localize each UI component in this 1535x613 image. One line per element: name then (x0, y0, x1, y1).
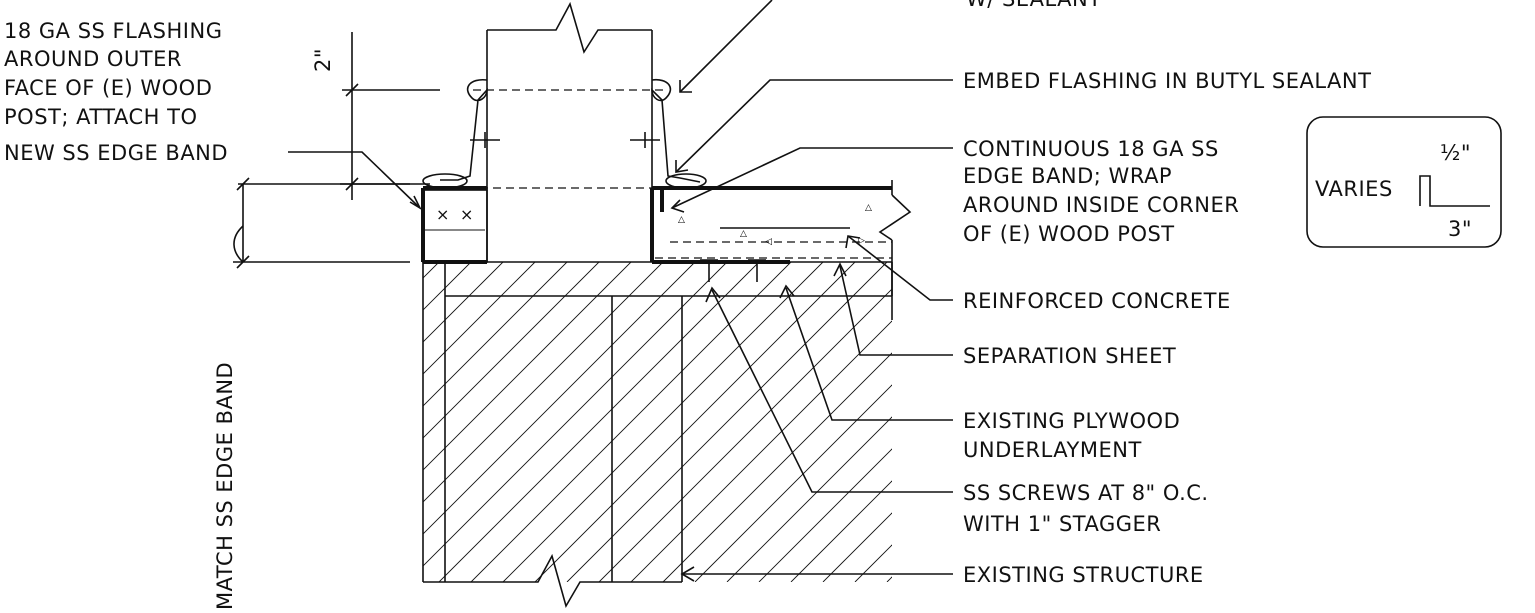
svg-text:△: △ (865, 203, 872, 213)
profile-top-dim: ½" (1440, 141, 1471, 165)
edge-band-line-2: EDGE BAND; WRAP (963, 164, 1172, 188)
hatch-line (534, 262, 856, 582)
hatch-line (423, 262, 728, 567)
leader-lines (288, 0, 953, 582)
hatch-line (822, 512, 892, 582)
hatch-line (423, 262, 568, 407)
outer-flashing-callout: 18 GA SS FLASHING AROUND OUTER FACE OF (… (4, 19, 228, 165)
screws-line-1: SS SCREWS AT 8" O.C. (963, 481, 1209, 505)
edge-band-line-1: CONTINUOUS 18 GA SS (963, 137, 1219, 161)
separation-sheet-callout: SEPARATION SHEET (963, 344, 1176, 368)
hatch-line (630, 320, 892, 582)
plywood-line-1: EXISTING PLYWOOD (963, 409, 1180, 433)
outer-flashing-line-4: POST; ATTACH TO (4, 105, 197, 129)
dimension-band-height: MATCH SS EDGE BAND (213, 177, 410, 610)
hatch-line (423, 262, 504, 343)
hatch-line (726, 416, 892, 582)
hatch-line (758, 448, 892, 582)
post-flashing (422, 78, 707, 189)
hatch-line (790, 480, 892, 582)
wood-post (486, 1, 653, 262)
match-edge-band-label: MATCH SS EDGE BAND (213, 362, 237, 610)
svg-text:◁: ◁ (765, 237, 772, 247)
hatch-line (423, 262, 696, 535)
concrete-topping: △ △ ◁ △ ▷ (650, 180, 912, 320)
outer-flashing-line-2: AROUND OUTER (4, 47, 182, 71)
edge-band-profile-detail: ½" VARIES 3" (1306, 116, 1502, 248)
hatch-line (694, 384, 892, 582)
hatch-line (423, 262, 664, 503)
outer-flashing-line-5: NEW SS EDGE BAND (4, 141, 228, 165)
hatch-line (423, 262, 440, 279)
outer-flashing-line-1: 18 GA SS FLASHING (4, 19, 222, 43)
plywood-line-2: UNDERLAYMENT (963, 438, 1142, 462)
svg-text:△: △ (740, 229, 747, 239)
hatch-line (423, 262, 632, 471)
reinforced-concrete-callout: REINFORCED CONCRETE (963, 289, 1231, 313)
edge-band-line-3: AROUND INSIDE CORNER (963, 193, 1239, 217)
screws-line-2: WITH 1" STAGGER (963, 512, 1161, 536)
hatch-line (87, 262, 407, 582)
hatch-line (598, 288, 892, 582)
hatch-line (423, 262, 600, 439)
plywood-callout: EXISTING PLYWOOD UNDERLAYMENT (963, 409, 1180, 462)
outer-flashing-line-3: FACE OF (E) WOOD (4, 76, 212, 100)
existing-structure-callout: EXISTING STRUCTURE (963, 563, 1204, 587)
screws-callout: SS SCREWS AT 8" O.C. WITH 1" STAGGER (963, 481, 1209, 536)
hatch-line (662, 352, 892, 582)
svg-text:▷: ▷ (858, 236, 865, 246)
hatch-line (423, 262, 536, 375)
existing-structure (23, 261, 893, 609)
ss-screws (700, 259, 766, 282)
profile-bottom-dim: 3" (1448, 217, 1472, 241)
svg-text:×: × (460, 205, 474, 224)
dimension-2in-label: 2" (311, 48, 335, 72)
sealant-callout-partial: W/ SEALANT (966, 0, 1102, 11)
edge-band-line-4: OF (E) WOOD POST (963, 222, 1175, 246)
svg-text:×: × (436, 205, 450, 224)
hatch-line (23, 262, 343, 582)
hatch-line (470, 262, 792, 582)
dimension-flashing-height: 2" (311, 32, 440, 200)
edge-band-block: × × (421, 186, 488, 264)
embed-flashing-callout: EMBED FLASHING IN BUTYL SEALANT (963, 69, 1371, 93)
hatch-line (502, 262, 824, 582)
hatch-line (438, 262, 760, 582)
hatch-line (566, 262, 888, 582)
edge-band-callout: CONTINUOUS 18 GA SS EDGE BAND; WRAP AROU… (963, 137, 1239, 246)
svg-text:△: △ (678, 215, 685, 225)
profile-varies-label: VARIES (1315, 177, 1393, 201)
